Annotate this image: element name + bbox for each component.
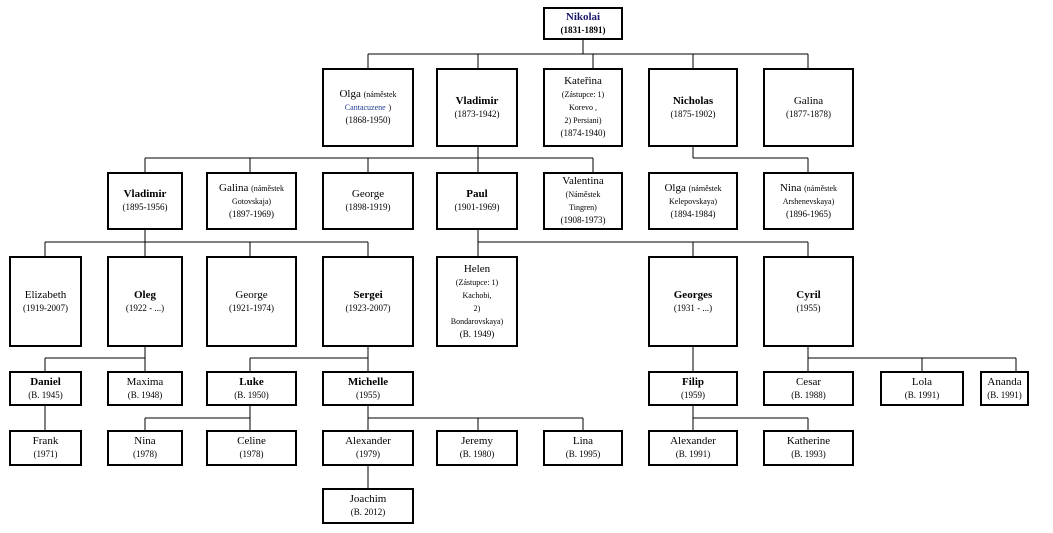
person-oleg: Oleg (1922 - ...) [107, 256, 183, 347]
person-cyril: Cyril (1955) [763, 256, 854, 347]
person-alexander-1979: Alexander (1979) [322, 430, 414, 466]
person-lina: Lina (B. 1995) [543, 430, 623, 466]
person-alexander-1991: Alexander (B. 1991) [648, 430, 738, 466]
person-frank: Frank (1971) [9, 430, 82, 466]
person-olga-1868: Olga (náměstek Cantacuzene ) (1868-1950) [322, 68, 414, 147]
person-george-1921: George (1921-1974) [206, 256, 297, 347]
person-katherine: Katherine (B. 1993) [763, 430, 854, 466]
person-lola: Lola (B. 1991) [880, 371, 964, 406]
person-george-1898: George (1898-1919) [322, 172, 414, 230]
person-olga-1894: Olga (náměstek Kelepovskaya) (1894-1984) [648, 172, 738, 230]
person-valentina: Valentina (Náměstek Tingren) (1908-1973) [543, 172, 623, 230]
person-elizabeth: Elizabeth (1919-2007) [9, 256, 82, 347]
person-nina-1896: Nina (náměstek Arshenevskaya) (1896-1965… [763, 172, 854, 230]
person-galina-1877: Galina (1877-1878) [763, 68, 854, 147]
person-jeremy: Jeremy (B. 1980) [436, 430, 518, 466]
person-paul: Paul (1901-1969) [436, 172, 518, 230]
person-luke: Luke (B. 1950) [206, 371, 297, 406]
person-georges: Georges (1931 - ...) [648, 256, 738, 347]
person-michelle: Michelle (1955) [322, 371, 414, 406]
person-nina-1978: Nina (1978) [107, 430, 183, 466]
person-cesar: Cesar (B. 1988) [763, 371, 854, 406]
person-joachim: Joachim (B. 2012) [322, 488, 414, 524]
person-filip: Filip (1959) [648, 371, 738, 406]
person-sergei: Sergei (1923-2007) [322, 256, 414, 347]
person-katerina: Kateřina (Zástupce: 1) Korevo , 2) Persi… [543, 68, 623, 147]
person-ananda: Ananda (B. 1991) [980, 371, 1029, 406]
person-maxima: Maxima (B. 1948) [107, 371, 183, 406]
person-vladimir-1873: Vladimir (1873-1942) [436, 68, 518, 147]
person-helen: Helen (Zástupce: 1) Kachobi, 2) Bondarov… [436, 256, 518, 347]
person-nikolai: Nikolai (1831-1891) [543, 7, 623, 40]
person-vladimir-1895: Vladimir (1895-1956) [107, 172, 183, 230]
person-galina-1897: Galina (náměstek Gotovskaja) (1897-1969) [206, 172, 297, 230]
person-daniel: Daniel (B. 1945) [9, 371, 82, 406]
person-celine: Celine (1978) [206, 430, 297, 466]
person-nicholas: Nicholas (1875-1902) [648, 68, 738, 147]
